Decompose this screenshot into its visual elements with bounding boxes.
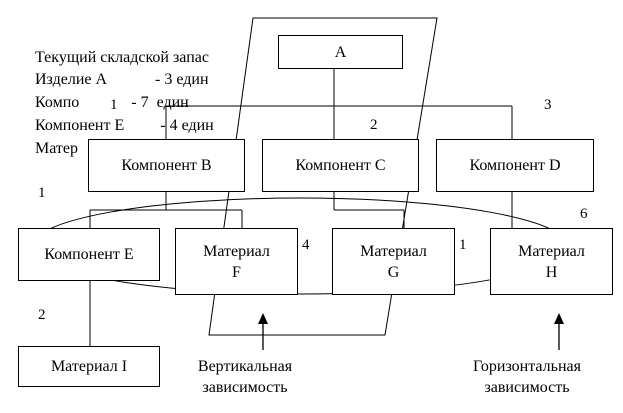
node-component-b: Компонент В (88, 139, 245, 192)
stock-line-product-a: Изделие А - 3 един (35, 71, 209, 88)
number-1-right: 1 (459, 237, 467, 253)
node-material-i: Материал I (18, 346, 160, 387)
stock-line-component: Компо - 7 един (35, 94, 189, 111)
horizontal-arrow-head (554, 313, 564, 324)
number-1-top: 1 (110, 97, 118, 113)
node-material-f: Материал F (175, 228, 298, 295)
stock-line-component-e: Компонент Е - 4 един (35, 117, 214, 134)
node-a: A (278, 35, 403, 69)
node-component-e: Компонент Е (18, 228, 160, 281)
vertical-arrow-head (258, 313, 268, 324)
number-4: 4 (302, 237, 310, 253)
node-component-c: Компонент С (262, 139, 419, 192)
number-2-middle: 2 (370, 117, 378, 133)
number-6: 6 (580, 206, 588, 222)
number-3: 3 (544, 97, 552, 113)
node-material-h: Материал H (490, 228, 613, 295)
caption-horizontal-dependency: Горизонтальная зависимость (473, 358, 581, 396)
number-1-left: 1 (38, 185, 46, 201)
node-material-g: Материал G (332, 228, 455, 295)
stock-title: Текущий складской запас (35, 49, 209, 66)
caption-vertical-dependency: Вертикальная зависимость (197, 358, 293, 396)
number-2-bottom: 2 (38, 307, 46, 323)
node-component-d: Компонент D (436, 139, 594, 192)
stock-line-material: Матер (35, 140, 79, 157)
